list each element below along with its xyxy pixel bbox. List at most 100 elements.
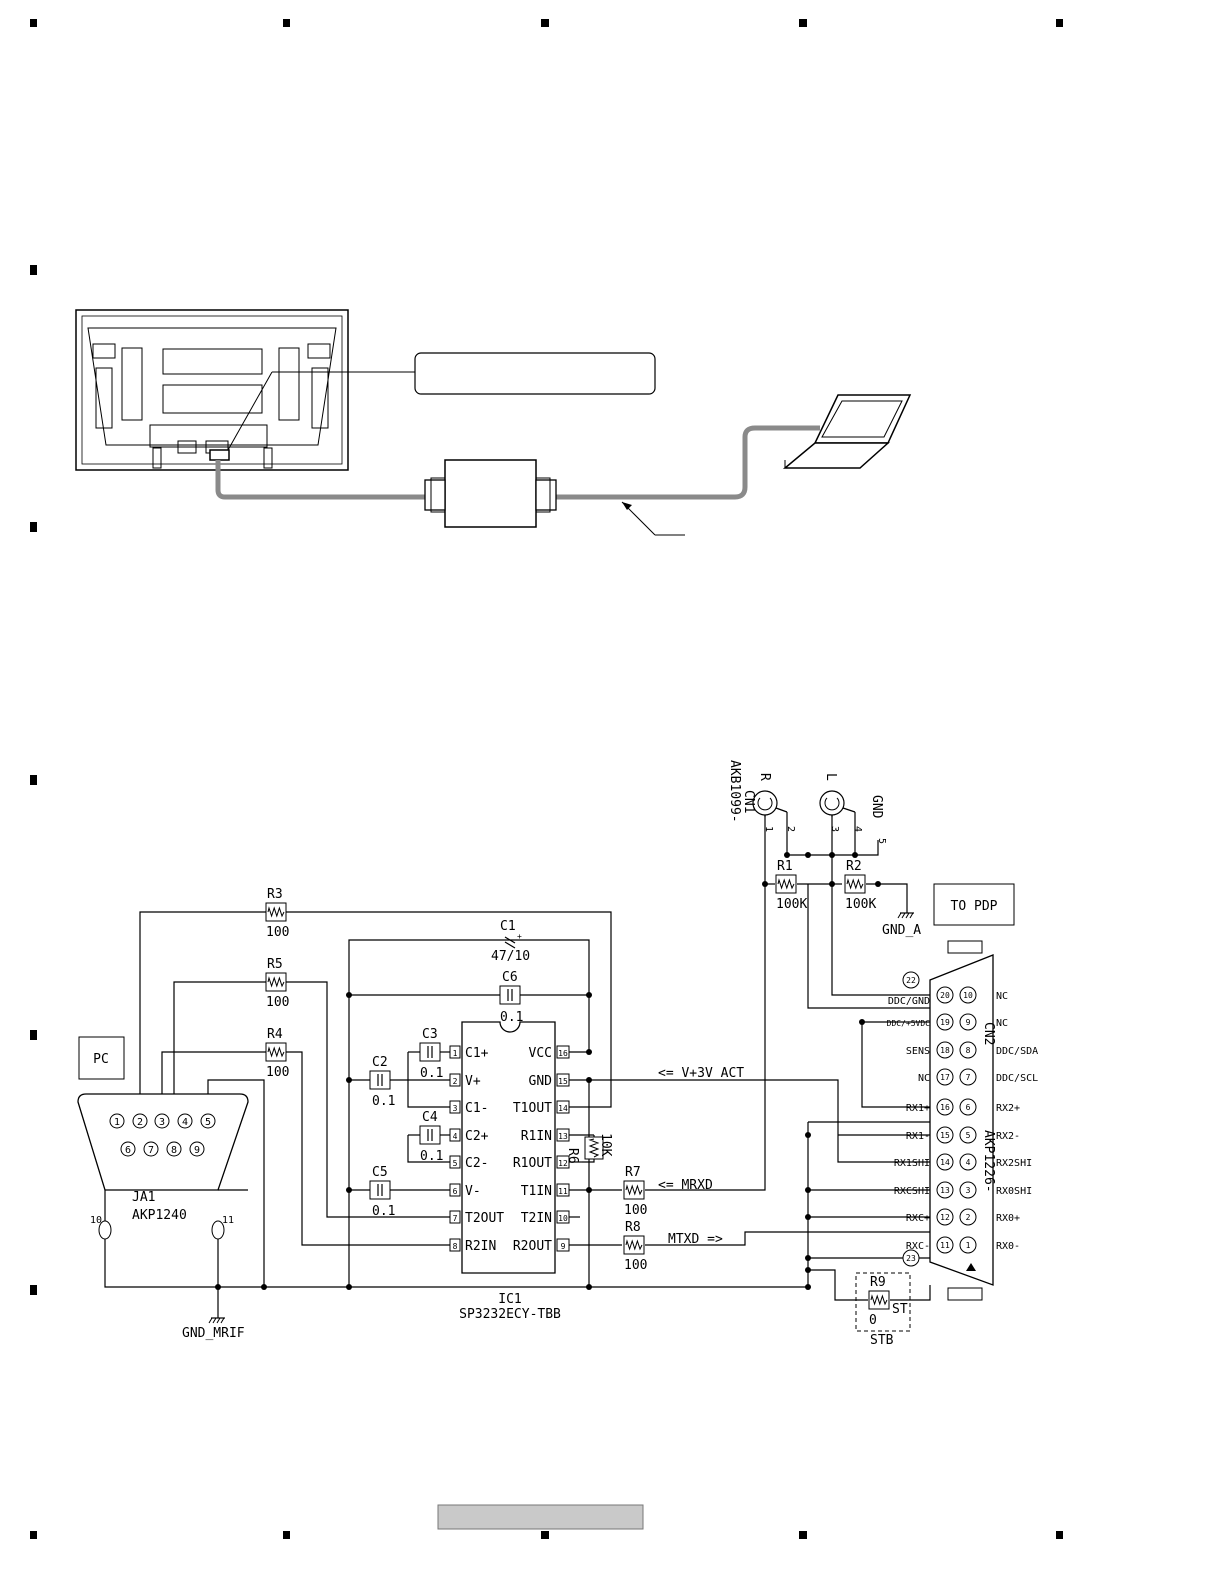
wire — [842, 807, 856, 813]
pin-number: 20 — [940, 991, 950, 1000]
cn2-pin-17: 17 NC — [918, 1068, 954, 1086]
pin-label: C1- — [465, 1101, 488, 1116]
ja1-pin-8-num: 8 — [171, 1145, 177, 1156]
pin-number: 3 — [966, 1186, 971, 1195]
schematic-wires — [139, 807, 931, 1318]
pin-label: C2+ — [465, 1129, 489, 1144]
resistor-r4: R4 100 — [265, 1027, 289, 1080]
pin-label: RX0+ — [996, 1213, 1020, 1224]
ground-mrif-symbol — [208, 1317, 225, 1324]
pin-number: 2 — [453, 1077, 458, 1086]
junction-dot — [805, 1267, 811, 1273]
pin-label: RX2- — [996, 1131, 1020, 1142]
pin-label: R1IN — [521, 1129, 552, 1144]
junction-dot — [346, 1187, 352, 1193]
ja1-part: AKP1240 — [132, 1208, 187, 1223]
capacitor-ref: C4 — [422, 1110, 438, 1125]
ja1-ref: JA1 — [132, 1190, 155, 1205]
ja1-body — [104, 1190, 248, 1288]
pin-label: RXC- — [906, 1241, 930, 1252]
junction-dot — [586, 1049, 592, 1055]
resistor-ref: R6 — [565, 1148, 580, 1164]
resistor-ref: R3 — [267, 887, 283, 902]
pc-box: PC — [78, 1036, 125, 1080]
cn2-pin-18: 18 SENS — [906, 1041, 954, 1059]
pin-label: RX0SHI — [996, 1186, 1032, 1197]
pin-number: 4 — [966, 1158, 971, 1167]
cn1-jack-l — [819, 790, 845, 817]
ja1-pin-3 — [154, 1113, 170, 1129]
pin-number: 18 — [940, 1046, 950, 1055]
pin-label: C2- — [465, 1156, 488, 1171]
ja1-pin-6-num: 6 — [125, 1145, 131, 1156]
wire — [645, 838, 766, 1191]
st-label: ST — [892, 1302, 908, 1317]
pin-label: NC — [918, 1073, 930, 1084]
pin-label: DDC/SCL — [996, 1073, 1038, 1084]
pin-label: DDC/+5VDC — [887, 1019, 931, 1028]
cn2-tab-top — [947, 940, 983, 954]
pin-number: 11 — [558, 1187, 568, 1196]
resistor-r3: R3 100 — [265, 887, 289, 940]
resistor-value: 100 — [624, 1203, 647, 1218]
ja1-pin-1-num: 1 — [114, 1117, 120, 1128]
stb-block: STB ST — [855, 1272, 911, 1348]
resistor-ref: R9 — [870, 1275, 886, 1290]
resistor-ref: R4 — [267, 1027, 283, 1042]
wire — [589, 1079, 930, 1163]
pin-number: 9 — [966, 1018, 971, 1027]
pin-label: RX2+ — [996, 1103, 1020, 1114]
pin-number: 8 — [966, 1046, 971, 1055]
pin-label: T2OUT — [465, 1211, 504, 1226]
junction-dot — [875, 881, 881, 887]
pin-number: 6 — [453, 1187, 458, 1196]
resistor-ref: R2 — [846, 859, 862, 874]
capacitor-ref: C2 — [372, 1055, 388, 1070]
pin-label: SENS — [906, 1046, 930, 1057]
pin-number: 7 — [966, 1073, 971, 1082]
pin-label: V- — [465, 1184, 481, 1199]
pin-label: T1IN — [521, 1184, 552, 1199]
cn2-part: AKP1226- — [981, 1130, 996, 1193]
ic1-part: SP3232ECY-TBB — [459, 1307, 561, 1322]
pin-number: 8 — [453, 1242, 458, 1251]
ic1-body — [461, 1021, 556, 1274]
wire — [407, 1135, 450, 1163]
pin-number: 5 — [453, 1159, 458, 1168]
pin-label: NC — [996, 991, 1008, 1002]
pdp-panel-rear-view — [75, 309, 415, 471]
resistor-value: 100 — [266, 925, 289, 940]
pin-number: 16 — [940, 1103, 950, 1112]
pin-number: 16 — [558, 1049, 568, 1058]
cn1-gnd-label: GND — [869, 795, 884, 819]
resistor-value: 100 — [266, 1065, 289, 1080]
pin-label: RX2SHI — [996, 1158, 1032, 1169]
pc-cable — [556, 425, 820, 500]
pin-number: 14 — [940, 1158, 950, 1167]
ja1-pin-7 — [143, 1141, 159, 1157]
junction-dot — [762, 881, 768, 887]
ic1-pin-5: 5 C2- — [449, 1155, 488, 1171]
ja1-pin-7-num: 7 — [148, 1145, 154, 1156]
cn2-pin-23: 23 — [902, 1249, 920, 1267]
pin-number: 5 — [966, 1131, 971, 1140]
interface-adapter-box — [424, 459, 557, 528]
cn1-jack-r — [752, 790, 778, 817]
junction-dot — [829, 852, 835, 858]
pin-label: RX0- — [996, 1241, 1020, 1252]
pc-box-label: PC — [93, 1052, 109, 1067]
signal-vact: <= V+3V ACT — [658, 1066, 744, 1081]
junction-dot — [261, 1284, 267, 1290]
junction-dot — [346, 992, 352, 998]
pin-number: 17 — [940, 1073, 950, 1082]
pin-label: NC — [996, 1018, 1008, 1029]
